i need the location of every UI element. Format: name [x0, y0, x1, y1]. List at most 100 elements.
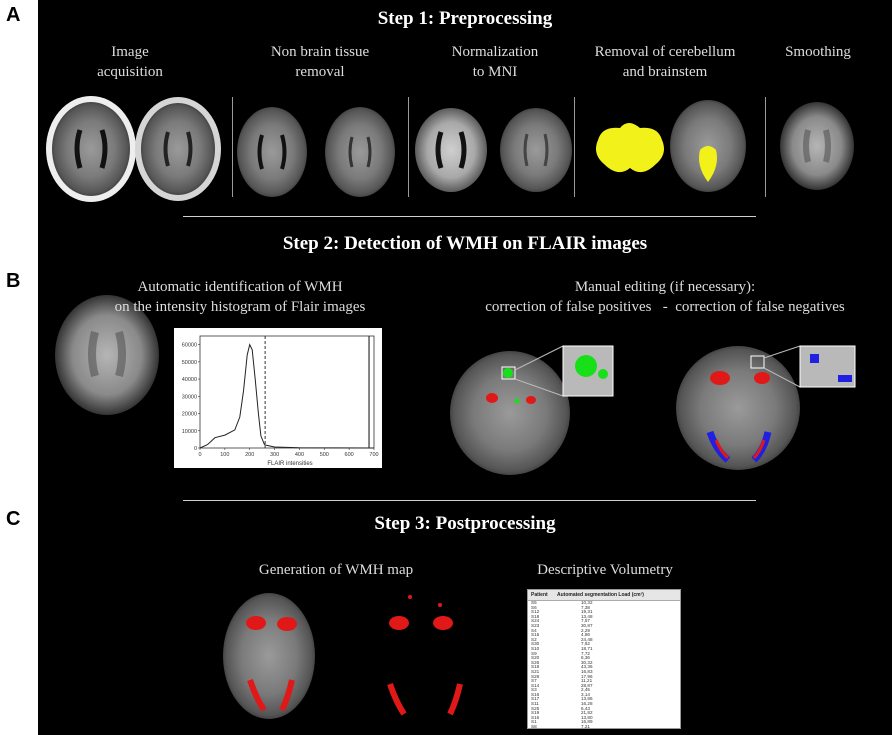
x-tick-label: 0 — [198, 452, 201, 458]
table-cell-patient: S3 — [531, 687, 537, 693]
table-cell-patient: S15 — [531, 632, 540, 638]
table-cell-load: 30,32 — [581, 659, 593, 665]
histogram-background — [174, 328, 382, 468]
volumetry-table: Patient Automated segmentation Load (cm³… — [527, 589, 681, 729]
panel-label-c: C — [6, 508, 21, 530]
table-cell-load: 28,87 — [581, 682, 593, 688]
table-cell-load: 16,83 — [581, 668, 593, 674]
separator — [232, 97, 233, 197]
caption-manual-editing: Manual editing (if necessary): correctio… — [440, 277, 890, 317]
table-cell-load: 6,43 — [581, 705, 590, 711]
cerebellum-mask — [596, 123, 664, 173]
table-cell-patient: S5 — [531, 600, 537, 605]
x-tick-label: 300 — [270, 452, 279, 458]
table-cell-patient: S10 — [531, 645, 540, 651]
table-header-patient: Patient — [531, 592, 548, 598]
brain-flair-skullstripped — [325, 107, 395, 197]
table-row: S26 30,32 — [528, 659, 680, 666]
table-cell-patient: S7 — [531, 678, 537, 684]
step3-title: Step 3: Postprocessing — [374, 513, 556, 534]
table-cell-patient: S8 — [531, 724, 537, 729]
y-tick-label: 20000 — [182, 412, 197, 418]
x-tick-label: 200 — [245, 452, 254, 458]
table-cell-patient: S2 — [531, 636, 537, 642]
table-row: S16 13,80 — [528, 714, 680, 721]
y-tick-label: 50000 — [182, 360, 197, 366]
x-tick-label: 600 — [345, 452, 354, 458]
table-cell-patient: S16 — [531, 691, 540, 697]
separator — [408, 97, 409, 197]
table-cell-patient: S30 — [531, 641, 540, 647]
caption-line: on the intensity histogram of Flair imag… — [114, 299, 366, 315]
table-row: S3 2,45 — [528, 688, 680, 693]
brain-false-positive-correction — [450, 345, 614, 475]
table-cell-patient: S17 — [531, 696, 540, 702]
table-cell-load: 7,72 — [581, 650, 590, 656]
table-cell-load: 2,29 — [581, 627, 590, 633]
caption-line: Manual editing (if necessary): — [574, 279, 756, 295]
x-tick-label: 100 — [220, 452, 229, 458]
caption-line: removal — [295, 64, 345, 80]
x-tick-label: 400 — [295, 452, 304, 458]
divider-step1-step2 — [183, 216, 756, 217]
caption-line: Non brain tissue — [270, 44, 370, 60]
table-cell-load: 2,45 — [581, 687, 590, 693]
caption-line: correction of false positives - correcti… — [485, 299, 845, 315]
table-cell-load: 16,28 — [581, 701, 593, 707]
caption-line: acquisition — [97, 64, 163, 80]
brain-smoothed — [780, 102, 854, 190]
table-cell-patient: S4 — [531, 627, 537, 633]
table-cell-load: 13,80 — [581, 714, 593, 720]
panel-label-a: A — [6, 4, 21, 26]
table-cell-load: 4,86 — [581, 632, 590, 638]
table-cell-patient: S20 — [531, 655, 540, 661]
divider-step2-step3 — [183, 500, 756, 501]
caption-automatic-identification: Automatic identification of WMH on the i… — [70, 277, 410, 317]
table-header: Patient Automated segmentation Load (cm³… — [528, 590, 680, 601]
table-header-load: Automated segmentation Load (cm³) — [557, 592, 644, 598]
histogram-xlabel: FLAIR intensities — [267, 461, 312, 467]
separator — [765, 97, 766, 197]
caption-line: Image — [111, 44, 149, 60]
brain-false-negative-correction — [676, 345, 856, 470]
y-tick-label: 60000 — [182, 343, 197, 349]
table-cell-load: 18,71 — [581, 645, 593, 651]
x-tick-label: 700 — [369, 452, 378, 458]
table-cell-patient: S18 — [531, 613, 540, 619]
caption-line: Automatic identification of WMH — [137, 279, 343, 295]
y-tick-label: 10000 — [182, 429, 197, 435]
brain-cerebellum-removed — [670, 100, 746, 192]
table-cell-load: 7,62 — [581, 641, 590, 647]
table-cell-patient: S16 — [531, 714, 540, 720]
table-row: S4 2,29 — [528, 627, 680, 634]
y-tick-label: 30000 — [182, 394, 197, 400]
table-cell-patient: S26 — [531, 659, 540, 665]
table-cell-patient: S24 — [531, 618, 540, 624]
caption-smoothing: Smoothing — [768, 42, 868, 62]
table-row: S30 7,62 — [528, 642, 680, 647]
table-cell-load: 7,21 — [581, 724, 590, 729]
table-cell-patient: S6 — [531, 604, 537, 610]
brain-flair-normalized — [500, 108, 572, 192]
table-cell-patient: S12 — [531, 609, 540, 615]
separator — [574, 97, 575, 197]
histogram-curve — [199, 343, 375, 449]
panel-label-b: B — [6, 270, 21, 292]
